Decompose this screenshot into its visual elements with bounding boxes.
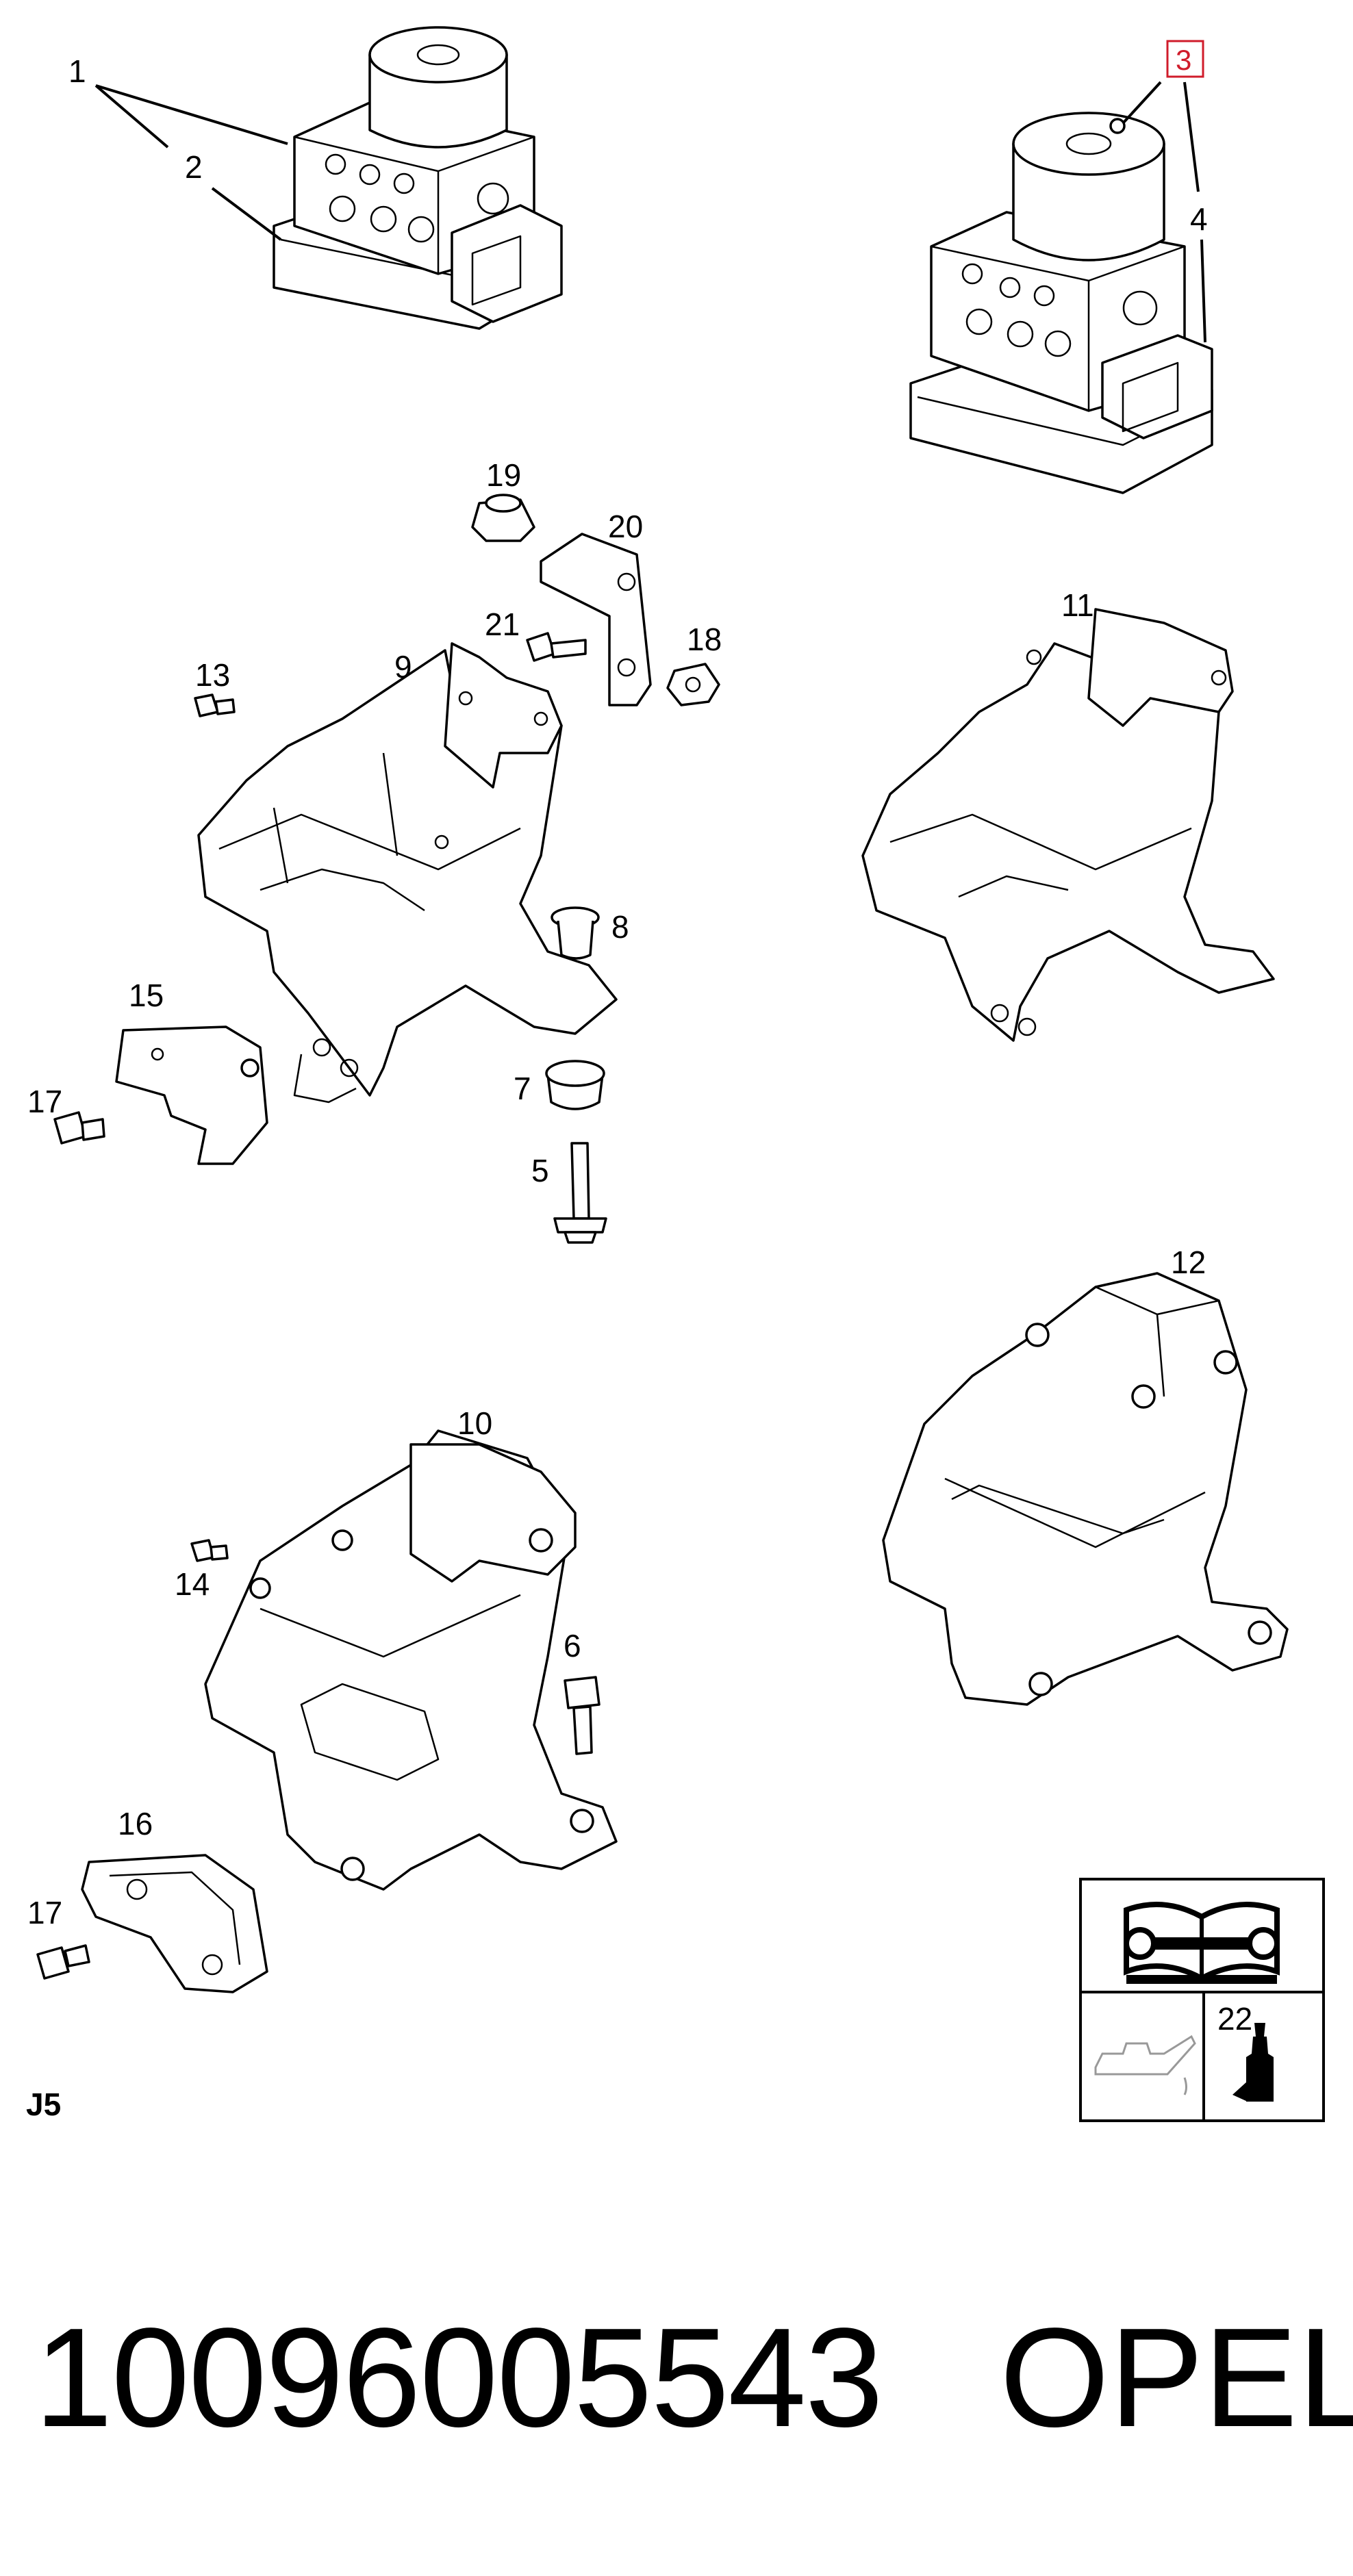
grommet-7 <box>545 1060 605 1110</box>
bracket-12 <box>882 1272 1289 1706</box>
callout-3[interactable]: 3 <box>1176 44 1191 76</box>
bracket-9-assembly <box>197 642 618 1104</box>
callout-20: 20 <box>608 509 643 544</box>
callout-18: 18 <box>687 622 722 657</box>
callout-21: 21 <box>485 607 520 642</box>
adhesive-tube-icon <box>1232 2023 1274 2102</box>
section-code: J5 <box>26 2087 61 2122</box>
callout-17-lower: 17 <box>27 1895 62 1930</box>
callout-4: 4 <box>1190 201 1208 237</box>
abs-modulator-right <box>909 112 1213 494</box>
part-number: 10096005543 <box>34 2299 883 2456</box>
manual-book-wrench-icon <box>1124 1902 1280 1984</box>
plate-16 <box>81 1854 268 1993</box>
callout-14: 14 <box>175 1566 210 1602</box>
callout-3-highlight <box>1166 40 1204 78</box>
bolt-14 <box>190 1539 229 1562</box>
brand-name: OPEL <box>1000 2299 1353 2456</box>
callout-12: 12 <box>1171 1245 1206 1280</box>
callout-13: 13 <box>195 657 230 693</box>
callout-15: 15 <box>129 978 164 1013</box>
clip-18 <box>666 663 720 706</box>
abs-modulator-left <box>273 26 563 330</box>
bolt-17-lower <box>36 1944 90 1980</box>
bracket-10 <box>204 1429 618 1891</box>
bolt-13 <box>194 693 236 717</box>
plate-15 <box>115 1025 268 1165</box>
bolt-5 <box>553 1142 607 1244</box>
bolt-17-upper <box>53 1111 105 1145</box>
bolt-21 <box>526 632 587 662</box>
bracket-20 <box>540 533 652 706</box>
callout-10: 10 <box>457 1405 492 1441</box>
callout-2: 2 <box>185 149 203 185</box>
bushing-8 <box>551 906 600 960</box>
callout-9: 9 <box>394 649 412 685</box>
bolt-6 <box>564 1676 600 1755</box>
oil-can-icon <box>1094 2035 1196 2095</box>
callout-7: 7 <box>514 1071 531 1106</box>
leader-lines <box>94 81 1206 343</box>
callout-1: 1 <box>68 53 86 89</box>
nut-19 <box>471 494 535 542</box>
legend-box: 22 <box>1079 1878 1325 2122</box>
callout-6: 6 <box>564 1628 581 1663</box>
callout-19: 19 <box>486 457 521 493</box>
callout-16: 16 <box>118 1806 153 1841</box>
bracket-11 <box>861 608 1275 1042</box>
callout-11: 11 <box>1061 587 1094 623</box>
callout-8: 8 <box>611 909 629 945</box>
callout-17-upper: 17 <box>27 1084 62 1119</box>
callout-5: 5 <box>531 1153 549 1188</box>
callout-22: 22 <box>1217 2001 1252 2037</box>
